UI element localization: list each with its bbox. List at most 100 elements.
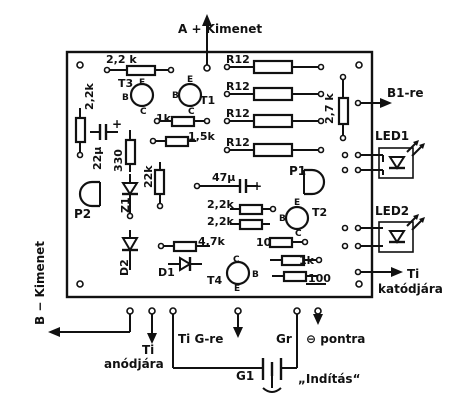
output-b-arrow-icon bbox=[48, 327, 60, 337]
resistor-label: 1,5k bbox=[188, 130, 215, 143]
pin-label: E bbox=[294, 198, 300, 208]
light-arrow-icon bbox=[413, 140, 419, 146]
pad bbox=[341, 242, 349, 250]
pad bbox=[354, 268, 362, 276]
transistor-label: T3 bbox=[118, 77, 133, 90]
pad bbox=[223, 146, 231, 154]
pin-label: C bbox=[188, 107, 195, 117]
resistor-r12-2 bbox=[252, 86, 294, 102]
pad bbox=[153, 117, 161, 125]
resistor-label: R12 bbox=[226, 136, 250, 149]
pin-label: C bbox=[233, 255, 240, 265]
diode-label: D2 bbox=[118, 259, 131, 276]
resistor-label: 2,7 k bbox=[323, 93, 336, 124]
output-a-label: A + Kimenet bbox=[178, 22, 262, 36]
pad bbox=[339, 73, 347, 81]
inditas-label: „Indítás“ bbox=[298, 372, 360, 386]
pad bbox=[354, 166, 362, 174]
resistor-label: 4,7k bbox=[198, 235, 225, 248]
wire bbox=[411, 145, 423, 157]
b1-arrow-icon bbox=[380, 98, 392, 108]
board-outline bbox=[65, 50, 374, 299]
pin-label: C bbox=[140, 107, 147, 117]
capacitor-label: 47μ bbox=[212, 171, 235, 184]
pad bbox=[269, 205, 277, 213]
transistor-t4 bbox=[225, 260, 251, 286]
pad bbox=[223, 63, 231, 71]
plus-sign: + bbox=[252, 179, 262, 193]
diode-d1 bbox=[179, 256, 192, 272]
resistor-label: 22k bbox=[142, 165, 155, 188]
pad bbox=[76, 151, 84, 159]
led1-frame bbox=[378, 147, 414, 179]
pad bbox=[167, 66, 175, 74]
pad bbox=[156, 202, 164, 210]
ti-anode-label: Ti bbox=[142, 343, 154, 357]
resistor-10 bbox=[268, 236, 294, 249]
ti-anode-arrow-icon bbox=[147, 333, 157, 344]
resistor-4k7 bbox=[172, 240, 198, 253]
pad bbox=[341, 166, 349, 174]
pad bbox=[354, 224, 362, 232]
ti-cathode-label: katódjára bbox=[378, 282, 443, 296]
pin-label: E bbox=[187, 75, 193, 85]
wire bbox=[411, 219, 423, 231]
transistor-t3 bbox=[129, 82, 155, 108]
pad bbox=[149, 137, 157, 145]
gr-label: Gr bbox=[276, 332, 292, 346]
pad bbox=[103, 66, 111, 74]
potentiometer-p2 bbox=[78, 180, 100, 208]
output-a-arrow-icon bbox=[202, 14, 212, 26]
pad bbox=[169, 307, 177, 315]
diode-d2 bbox=[121, 237, 139, 252]
pad bbox=[317, 63, 325, 71]
pad bbox=[126, 307, 134, 315]
resistor-2k2-a bbox=[238, 203, 264, 216]
pad bbox=[301, 238, 309, 246]
pad bbox=[317, 90, 325, 98]
pad bbox=[193, 182, 201, 190]
led1-label: LED1 bbox=[375, 129, 409, 143]
mounting-hole bbox=[76, 280, 84, 288]
pad bbox=[148, 307, 156, 315]
transistor-label: T2 bbox=[312, 206, 327, 219]
mounting-hole bbox=[355, 61, 363, 69]
wire bbox=[406, 216, 417, 227]
led2-label: LED2 bbox=[375, 204, 409, 218]
pad bbox=[126, 212, 134, 220]
pad bbox=[293, 307, 301, 315]
potentiometer-label: P2 bbox=[74, 207, 91, 221]
pad bbox=[315, 256, 323, 264]
pin-label: C bbox=[295, 229, 302, 239]
resistor-2k2-top bbox=[125, 64, 157, 77]
switch-icon bbox=[262, 387, 282, 393]
led2-icon bbox=[388, 230, 406, 244]
led2-frame bbox=[378, 221, 414, 253]
ti-anode-label: anódjára bbox=[104, 357, 164, 371]
light-arrow-icon bbox=[413, 214, 419, 220]
resistor-label: 2,2k bbox=[207, 215, 234, 228]
transistor-t1 bbox=[177, 82, 203, 108]
pin-label: B bbox=[172, 91, 179, 101]
pin-label: E bbox=[139, 78, 145, 88]
resistor-r12-3 bbox=[252, 113, 294, 129]
resistor-label: 10 bbox=[256, 236, 272, 249]
resistor-1k bbox=[170, 115, 196, 128]
pad bbox=[339, 134, 347, 142]
resistor-label: R12 bbox=[226, 107, 250, 120]
pad bbox=[203, 64, 211, 72]
resistor-22k bbox=[153, 168, 166, 196]
pontra-arrow-icon bbox=[313, 314, 323, 325]
resistor-label: 330 bbox=[112, 149, 125, 172]
resistor-2k2-b bbox=[238, 218, 264, 231]
mounting-hole bbox=[76, 61, 84, 69]
resistor-label: 2,2k bbox=[207, 198, 234, 211]
output-b-label: B − Kimenet bbox=[33, 241, 47, 325]
pin-label: B bbox=[122, 93, 129, 103]
resistor-label: 2,2 k bbox=[106, 53, 137, 66]
ti-cathode-arrow-icon bbox=[391, 267, 403, 277]
resistor-label: R12 bbox=[226, 53, 250, 66]
resistor-r12-4 bbox=[252, 142, 294, 158]
wire bbox=[406, 142, 417, 153]
pad bbox=[234, 307, 242, 315]
